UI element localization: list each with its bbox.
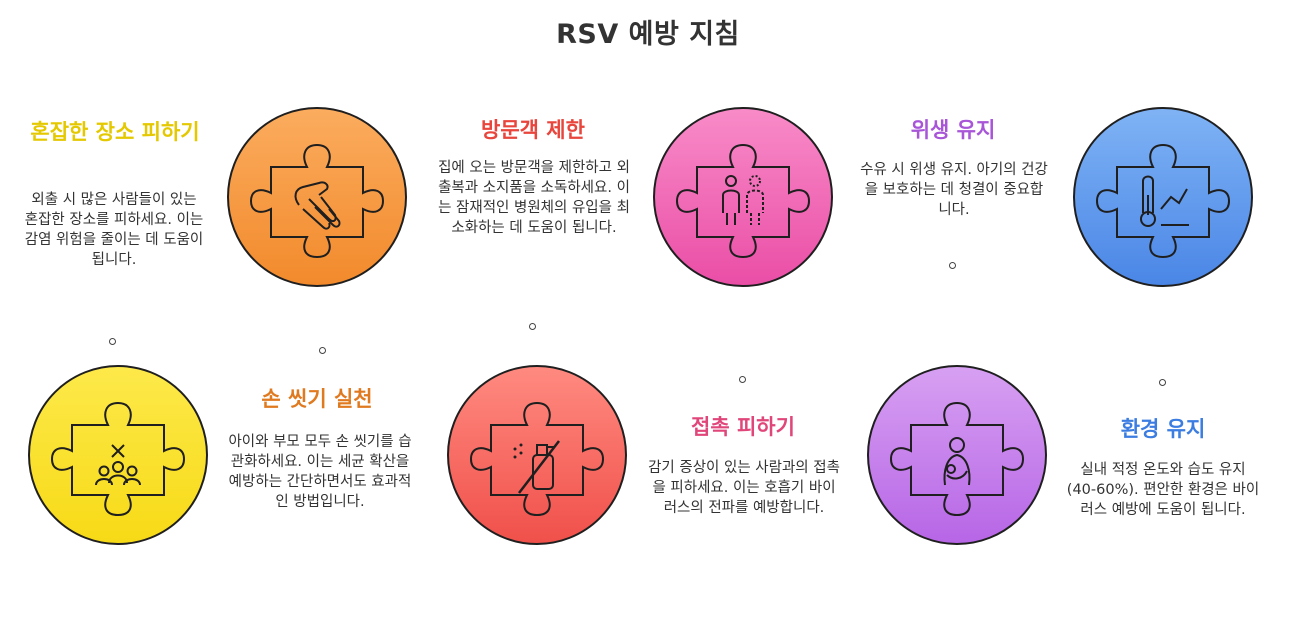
puzzle-circle-environment bbox=[1073, 107, 1253, 287]
handwash-icon bbox=[249, 143, 385, 259]
page-title: RSV 예방 지침 bbox=[556, 19, 740, 50]
step-heading-limit-visitors: 방문객 제한 bbox=[481, 118, 585, 142]
step-desc-avoid-contact: 감기 증상이 있는 사람과의 접촉을 피하세요. 이는 호흡기 바이러스의 전파… bbox=[648, 460, 840, 516]
puzzle-circle-avoid-crowds bbox=[28, 365, 208, 545]
connector-dot bbox=[1159, 379, 1166, 386]
puzzle-circle-handwashing bbox=[227, 107, 407, 287]
distance-icon bbox=[675, 143, 811, 259]
step-heading-avoid-contact: 접촉 피하기 bbox=[691, 415, 795, 439]
step-heading-handwashing: 손 씻기 실천 bbox=[261, 387, 373, 411]
puzzle-circle-avoid-contact bbox=[653, 107, 833, 287]
step-desc-hygiene: 수유 시 위생 유지. 아기의 건강을 보호하는 데 청결이 중요합니다. bbox=[860, 162, 1048, 218]
step-desc-avoid-crowds: 외출 시 많은 사람들이 있는 혼잡한 장소를 피하세요. 이는 감염 위험을 … bbox=[24, 192, 204, 268]
connector-dot bbox=[739, 376, 746, 383]
step-desc-limit-visitors: 집에 오는 방문객을 제한하고 외출복과 소지품을 소독하세요. 이는 잠재적인… bbox=[438, 160, 630, 236]
step-heading-hygiene: 위생 유지 bbox=[910, 118, 996, 142]
no-crowd-icon bbox=[50, 401, 186, 517]
puzzle-circle-hygiene bbox=[867, 365, 1047, 545]
feeding-icon bbox=[889, 401, 1025, 517]
connector-dot bbox=[109, 338, 116, 345]
step-heading-avoid-crowds: 혼잡한 장소 피하기 bbox=[30, 120, 200, 144]
thermometer-icon bbox=[1095, 143, 1231, 259]
connector-dot bbox=[319, 347, 326, 354]
step-desc-handwashing: 아이와 부모 모두 손 씻기를 습관화하세요. 이는 세균 확산을 예방하는 간… bbox=[228, 434, 412, 510]
puzzle-circle-limit-visitors bbox=[447, 365, 627, 545]
step-heading-environment: 환경 유지 bbox=[1120, 417, 1206, 441]
connector-dot bbox=[949, 262, 956, 269]
connector-dot bbox=[529, 323, 536, 330]
no-spray-icon bbox=[469, 401, 605, 517]
step-desc-environment: 실내 적정 온도와 습도 유지 (40-60%). 편안한 환경은 바이러스 예… bbox=[1066, 462, 1260, 518]
